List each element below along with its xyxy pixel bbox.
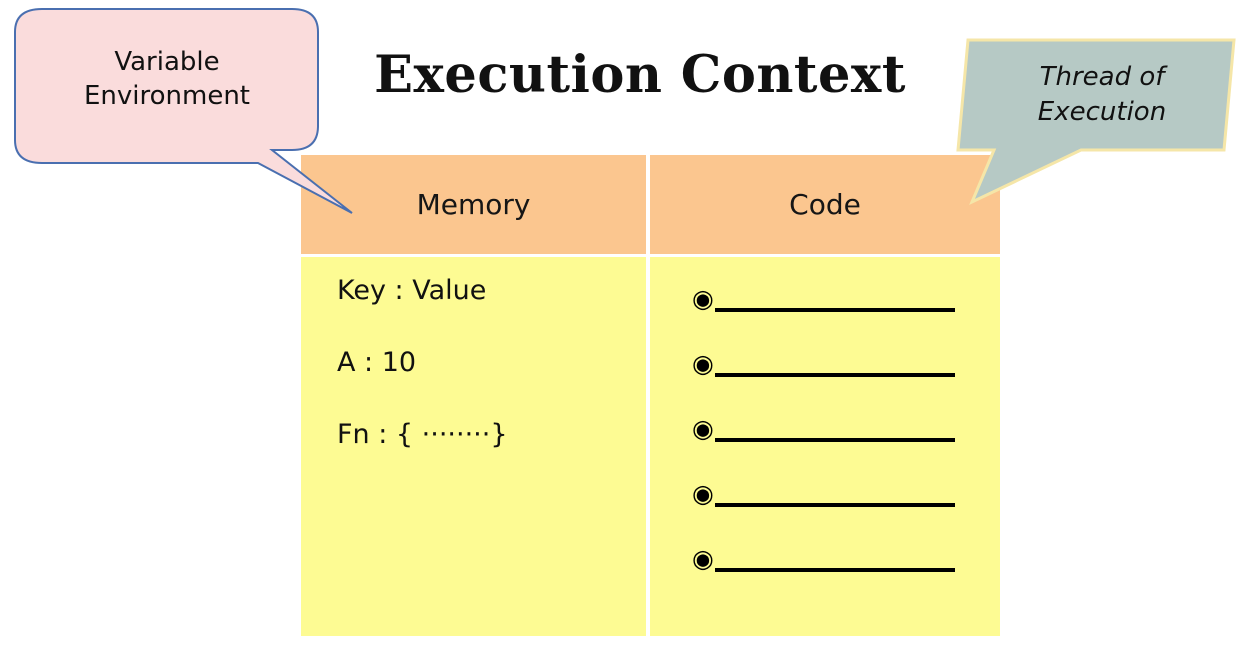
- list-item: ◉: [692, 526, 955, 591]
- list-item: Fn : { ········}: [337, 419, 508, 450]
- column-header-memory: Memory: [301, 155, 646, 254]
- circled-dot-icon: ◉: [692, 349, 714, 378]
- code-blank-line: [714, 567, 955, 572]
- list-item: Key : Value: [337, 275, 487, 306]
- memory-entry-list: Key : Value A : 10 Fn : { ········}: [337, 265, 508, 481]
- list-item: ◉: [692, 396, 955, 461]
- list-item: ◉: [692, 461, 955, 526]
- code-blank-line: [714, 307, 955, 312]
- column-header-memory-label: Memory: [416, 188, 531, 221]
- list-item: ◉: [692, 331, 955, 396]
- table-body-row: Key : Value A : 10 Fn : { ········} ◉ ◉ …: [301, 257, 1000, 636]
- callout-variable-environment-text: Variable Environment: [16, 45, 318, 113]
- column-header-code-label: Code: [789, 188, 861, 221]
- code-blank-line: [714, 502, 955, 507]
- circled-dot-icon: ◉: [692, 284, 714, 313]
- code-cell: ◉ ◉ ◉ ◉ ◉: [650, 257, 1000, 636]
- callout-ve-line-1: Variable: [114, 47, 220, 77]
- callout-thread-of-execution-text: Thread of Execution: [977, 60, 1227, 130]
- execution-context-table: Memory Code Key : Value A : 10 Fn : { ··…: [301, 155, 1000, 636]
- circled-dot-icon: ◉: [692, 544, 714, 573]
- code-blank-line: [714, 372, 955, 377]
- callout-toe-line-2: Execution: [1037, 97, 1167, 127]
- code-entry-list: ◉ ◉ ◉ ◉ ◉: [692, 266, 955, 591]
- callout-toe-line-1: Thread of: [1039, 62, 1165, 92]
- list-item: ◉: [692, 266, 955, 331]
- list-item: A : 10: [337, 347, 417, 378]
- code-blank-line: [714, 437, 955, 442]
- callout-ve-line-2: Environment: [83, 81, 251, 111]
- circled-dot-icon: ◉: [692, 479, 714, 508]
- page-title: Execution Context: [374, 45, 906, 105]
- circled-dot-icon: ◉: [692, 414, 714, 443]
- memory-cell: Key : Value A : 10 Fn : { ········}: [301, 257, 646, 636]
- table-header-row: Memory Code: [301, 155, 1000, 254]
- column-header-code: Code: [650, 155, 1000, 254]
